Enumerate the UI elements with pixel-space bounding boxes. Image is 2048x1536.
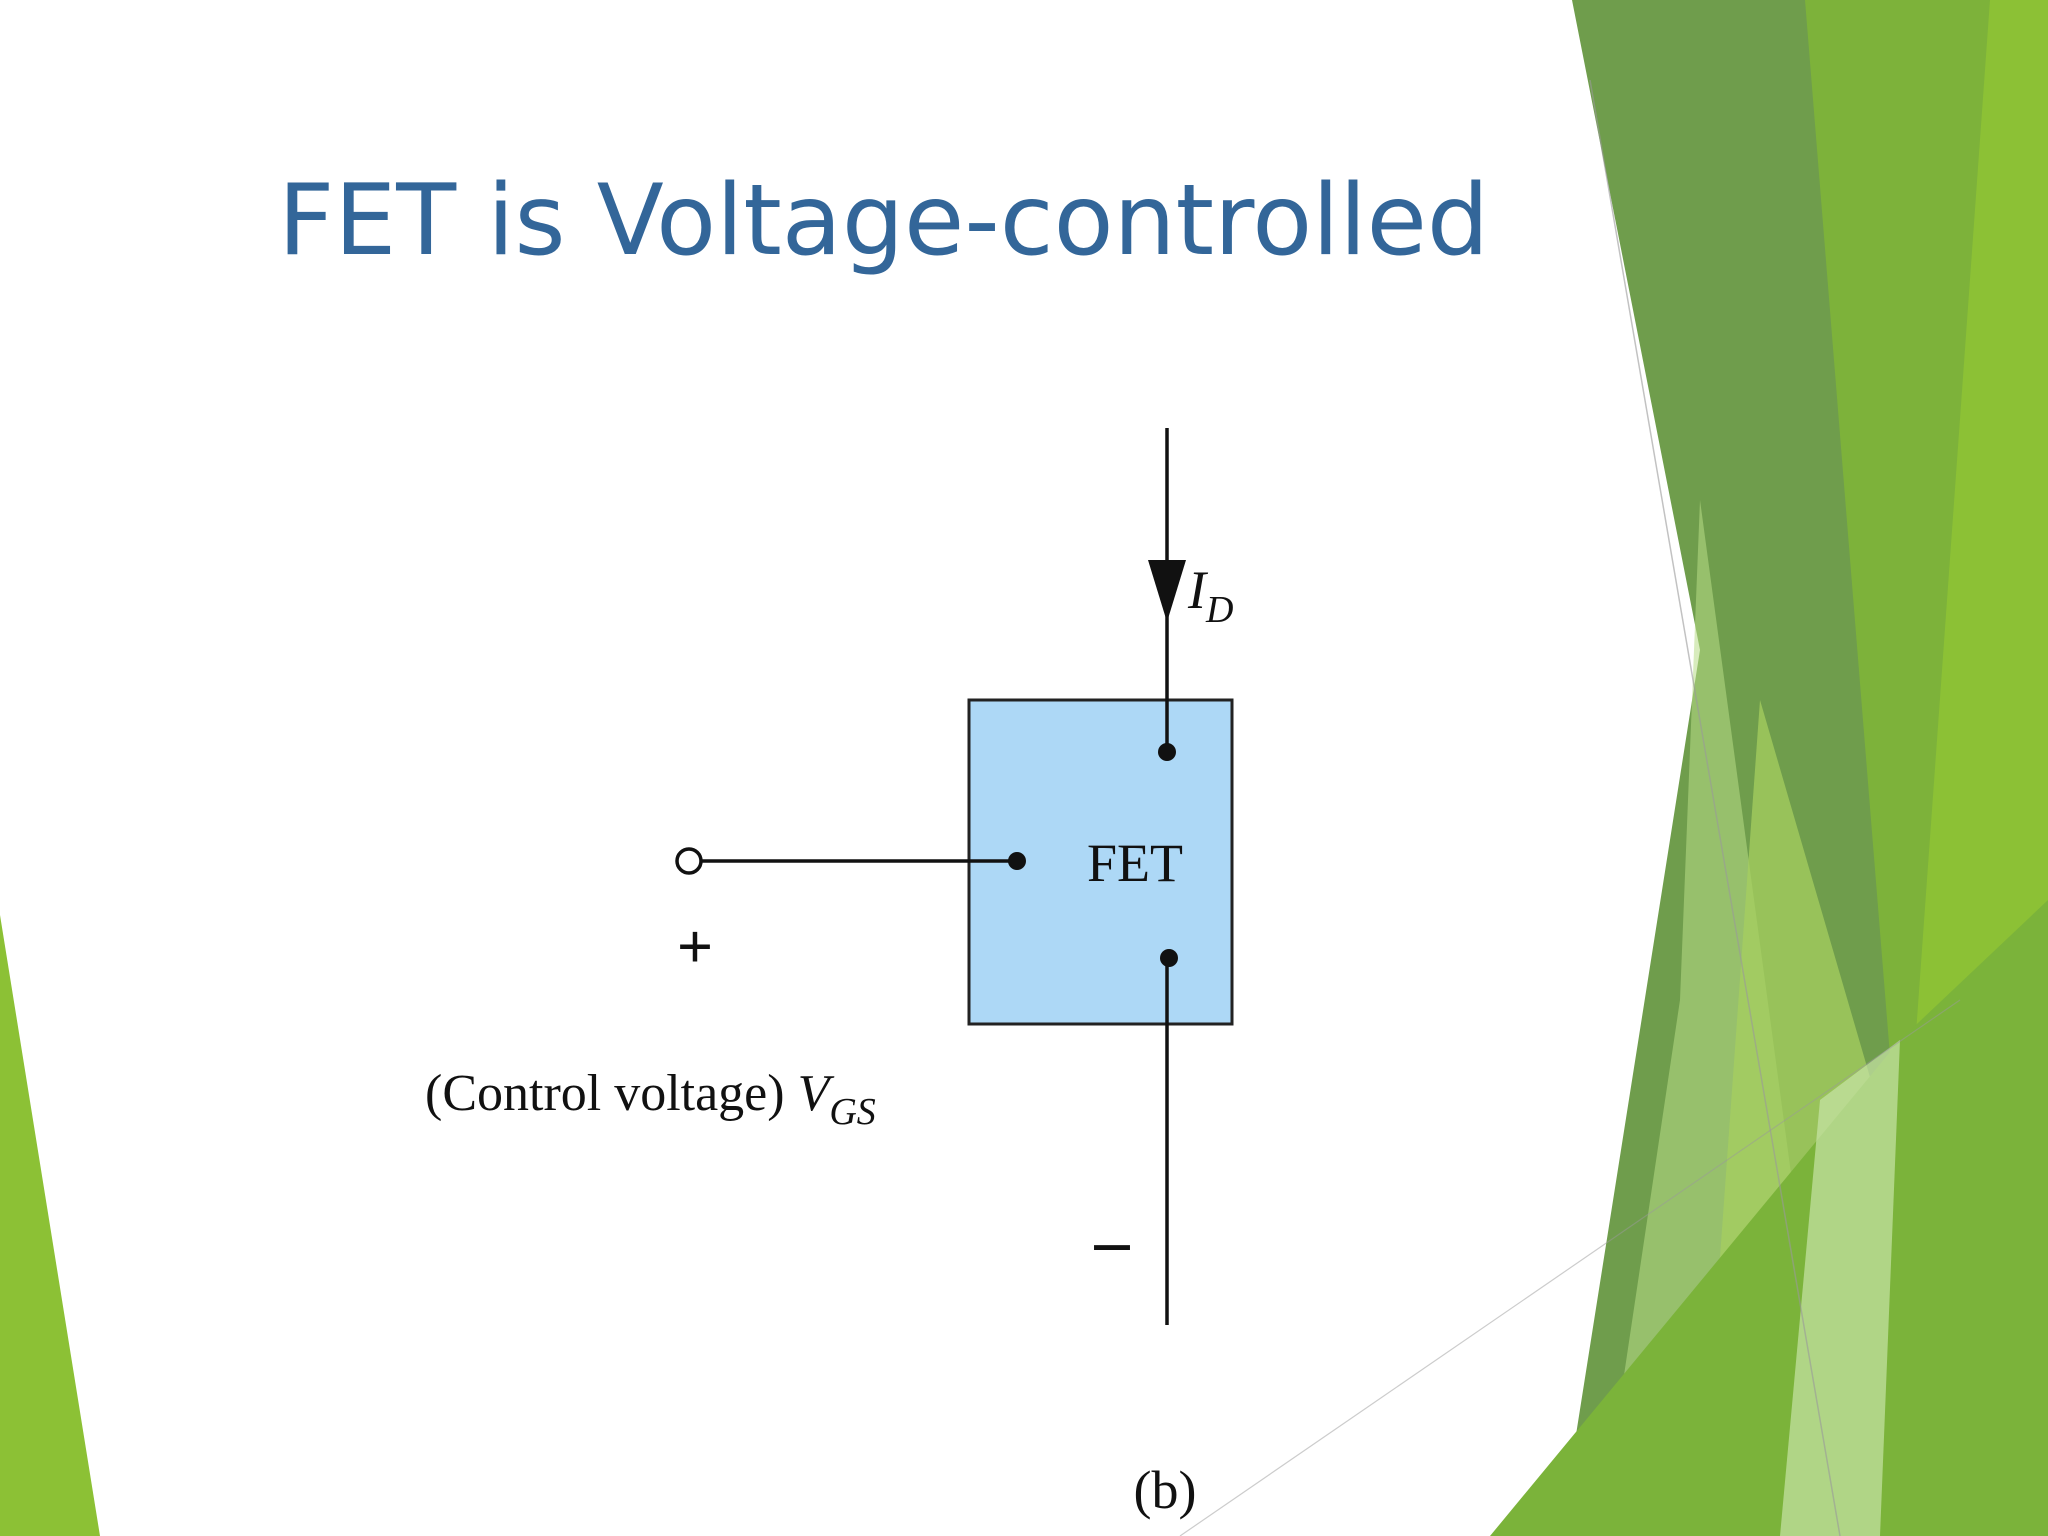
- drain-current-subscript: D: [1205, 589, 1233, 631]
- plus-sign: +: [677, 911, 713, 982]
- control-voltage-label: (Control voltage) VGS: [425, 1065, 876, 1133]
- slide-title: FET is Voltage-controlled: [278, 164, 1490, 278]
- vgs-symbol: V: [798, 1065, 835, 1122]
- gate-open-terminal: [675, 847, 703, 875]
- facet-left-green: [0, 915, 100, 1536]
- vgs-subscript: GS: [829, 1091, 875, 1133]
- facet-lower-light: [1780, 1040, 1900, 1536]
- minus-sign: –: [1094, 1203, 1131, 1280]
- facet-lower-green: [1490, 900, 2048, 1536]
- source-terminal-dot: [1160, 949, 1178, 967]
- control-voltage-text: (Control voltage): [425, 1065, 785, 1122]
- gate-terminal-dot: [1008, 852, 1026, 870]
- drain-terminal-dot: [1158, 743, 1176, 761]
- drain-current-symbol: I: [1187, 560, 1209, 620]
- accent-line-1: [1589, 79, 1841, 1536]
- accent-line-2: [1179, 999, 1961, 1536]
- drain-current-label: ID: [1187, 560, 1233, 631]
- drain-current-arrow-icon: [1148, 560, 1186, 622]
- figure-caption: (b): [1134, 1460, 1197, 1520]
- fet-box-label: FET: [1087, 833, 1183, 893]
